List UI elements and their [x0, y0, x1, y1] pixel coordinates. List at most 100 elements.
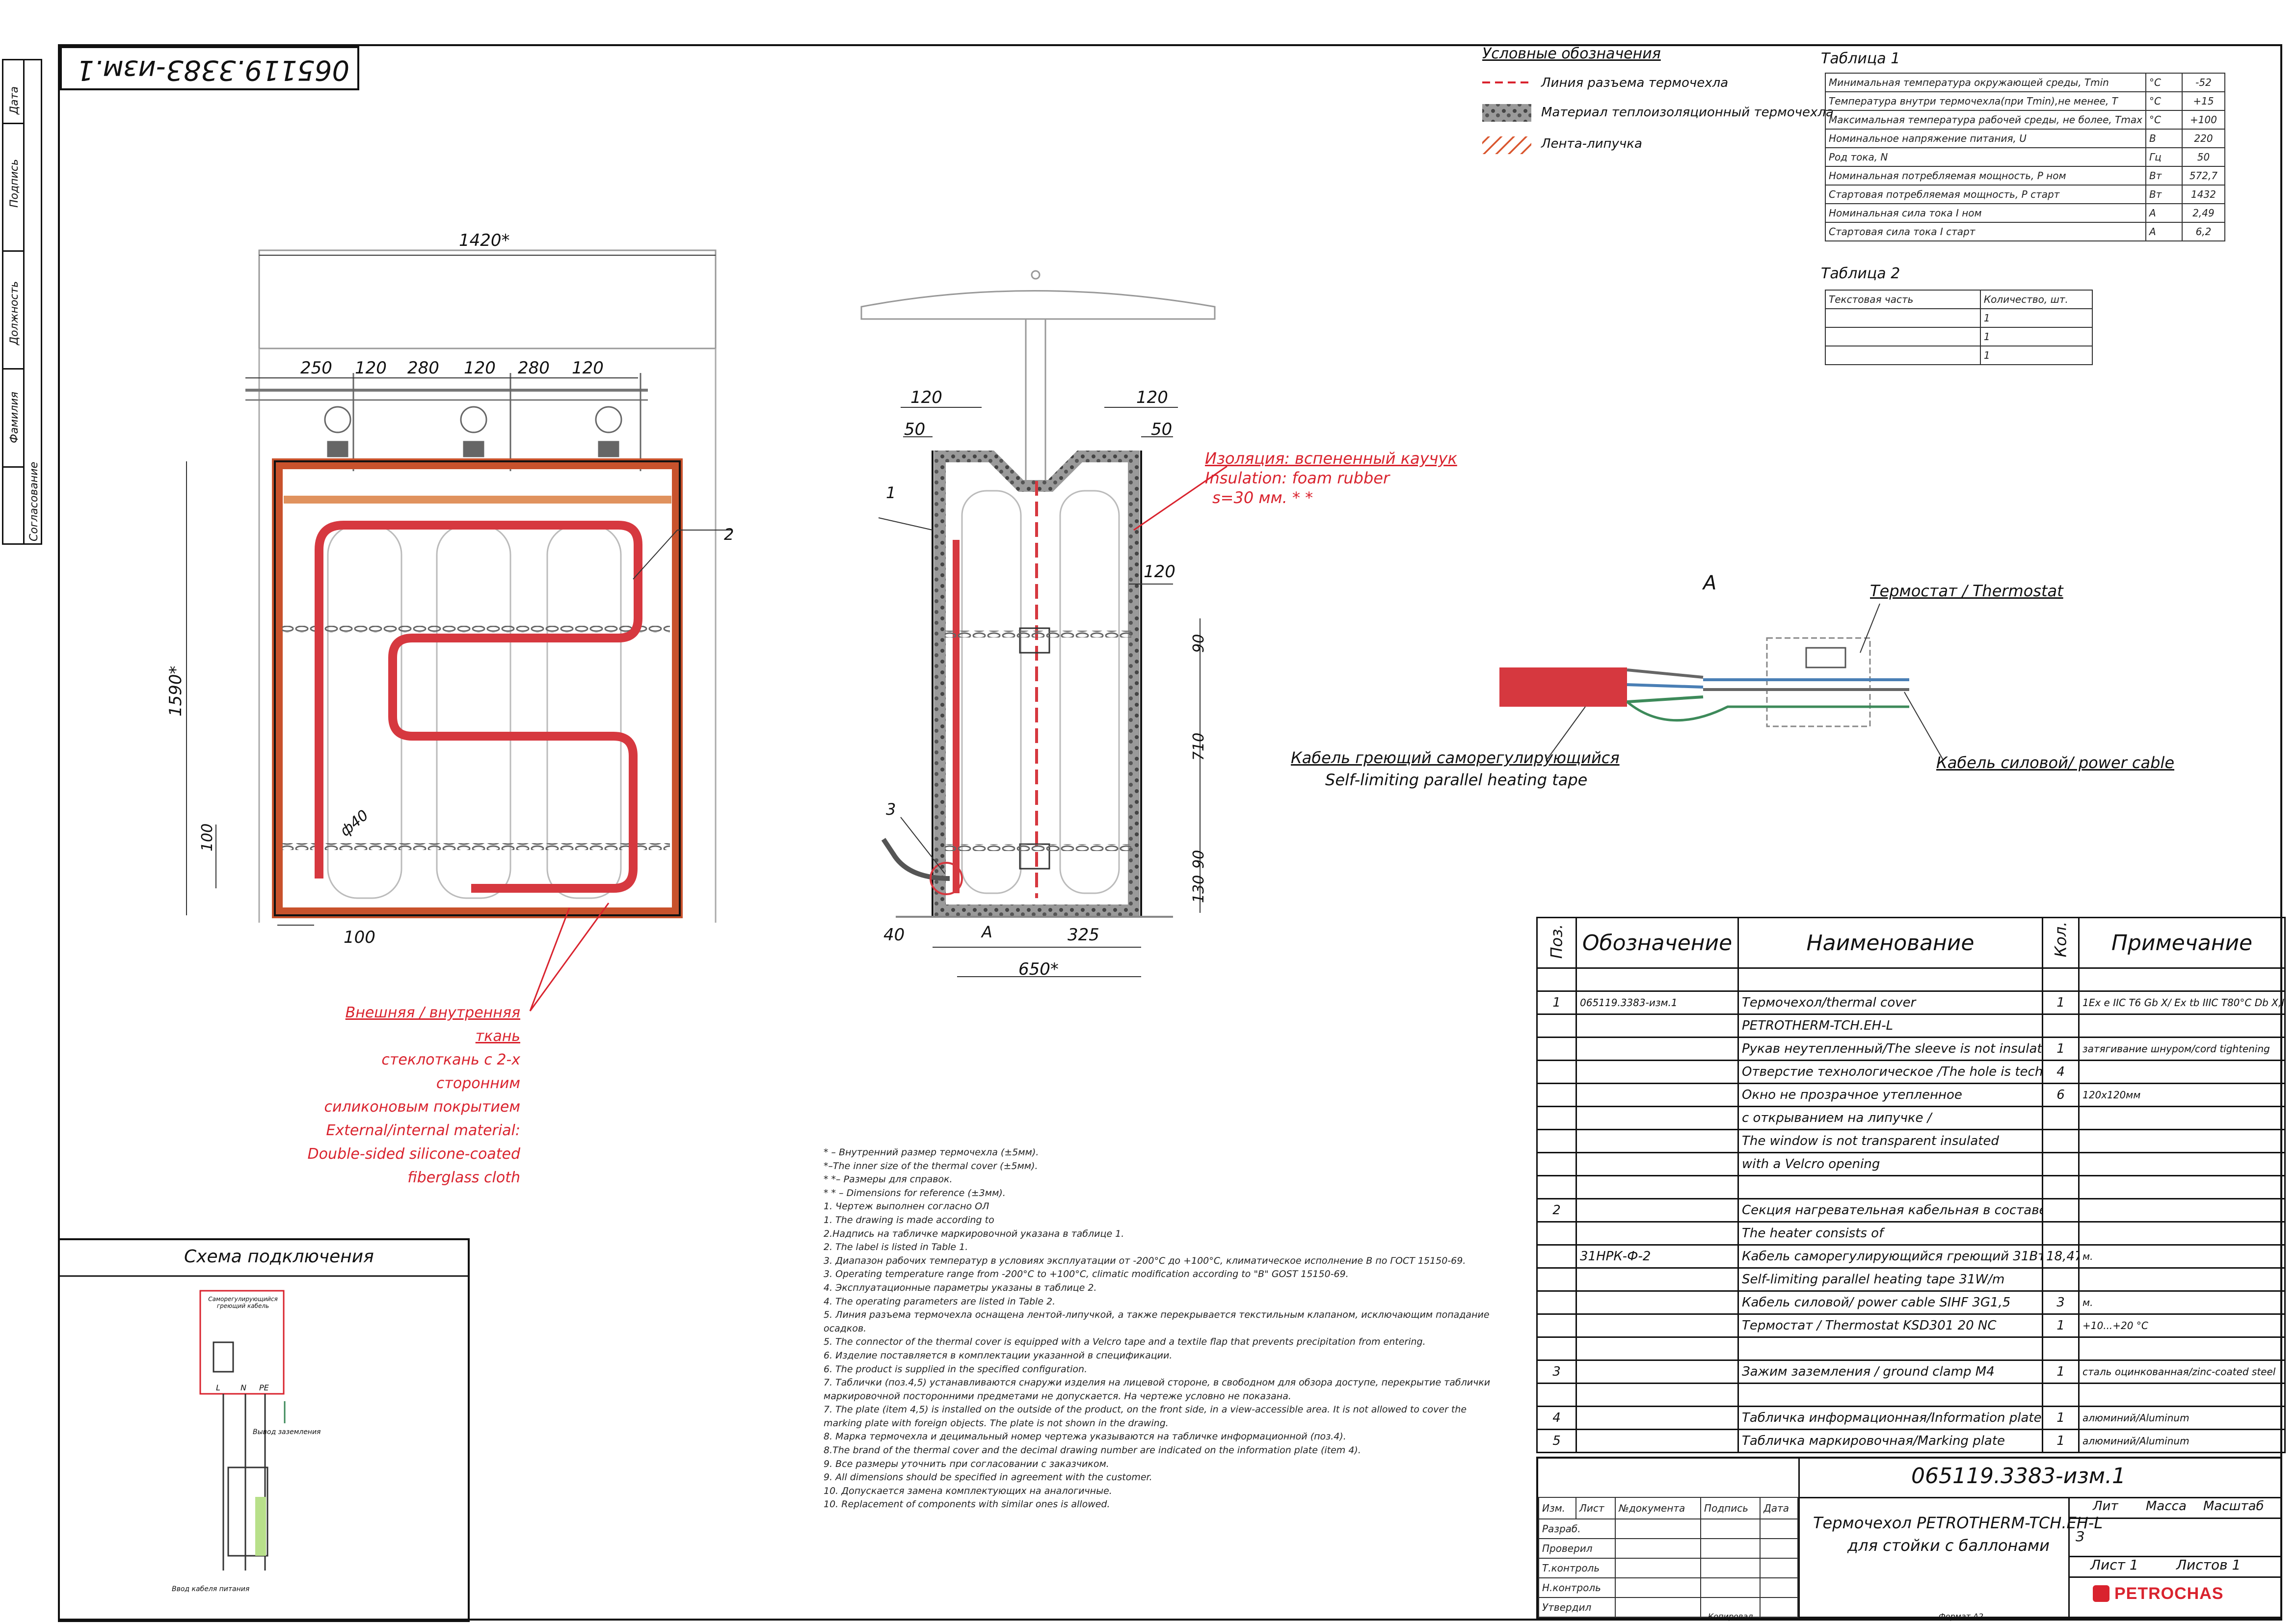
- table2-cell: 1: [1979, 346, 2093, 365]
- spec-pos: [1536, 1290, 1577, 1315]
- spec-pos: [1536, 967, 1577, 992]
- table1-param: Минимальная температура окружающей среды…: [1825, 73, 2146, 92]
- table2-header: Количество, шт.: [1979, 290, 2093, 309]
- drawing-frame: [58, 44, 2282, 1621]
- title-sheet: Лист 1: [2090, 1557, 2138, 1573]
- spec-row: with a Velcro opening: [1536, 1152, 2286, 1176]
- spec-pos: [1536, 1383, 1577, 1407]
- note-line: 1. Чертеж выполнен согласно ОЛ: [824, 1201, 989, 1212]
- detail-a-label: A: [1703, 572, 1717, 594]
- title-lit-value: З: [2076, 1528, 2084, 1544]
- note-line: 5. The connector of the thermal cover is…: [824, 1336, 1426, 1348]
- spec-designation: [1575, 1037, 1739, 1061]
- spec-designation: [1575, 1383, 1739, 1407]
- spec-qty: 1: [2042, 1359, 2080, 1384]
- spec-note: [2078, 1152, 2286, 1176]
- fabric-note-line-4: Double-sided silicone-coated: [307, 1145, 520, 1163]
- table1-unit: °C: [2145, 73, 2183, 92]
- spec-qty: 1: [2042, 990, 2080, 1015]
- spec-name: Отверстие технологическое /The hole is t…: [1737, 1060, 2043, 1084]
- spec-note: [2078, 967, 2286, 992]
- table1-param: Температура внутри термочехла(при Tmin),…: [1825, 91, 2146, 111]
- spec-qty: [2042, 1198, 2080, 1223]
- insulation-note-thickness: s=30 мм. * *: [1212, 488, 1313, 507]
- legend-title: Условные обозначения: [1482, 45, 1661, 62]
- fabric-note-line-0: Внешняя / внутренняя ткань: [345, 1004, 520, 1045]
- title-role: Разраб.: [1538, 1518, 1616, 1539]
- spec-designation: [1575, 1221, 1739, 1246]
- table1-param: Номинальное напряжение питания, U: [1825, 129, 2146, 148]
- title-header-col: Изм.: [1538, 1497, 1576, 1519]
- table1-unit: B: [2145, 129, 2183, 148]
- spec-designation: [1575, 1290, 1739, 1315]
- title-header-col: Подпись: [1700, 1497, 1761, 1519]
- spec-designation: [1575, 1267, 1739, 1292]
- schema-terminal-pe: PE: [259, 1383, 269, 1392]
- spec-name: The heater consists of: [1737, 1221, 2043, 1246]
- spec-qty: [2042, 1013, 2080, 1038]
- spec-qty: 1: [2042, 1313, 2080, 1338]
- spec-qty: [2042, 1129, 2080, 1153]
- title-cell: [1760, 1558, 1798, 1578]
- spec-name: [1737, 1175, 2043, 1199]
- title-cell: [1615, 1518, 1702, 1539]
- spec-qty: 1: [2042, 1429, 2080, 1453]
- table1-title: Таблица 1: [1821, 50, 1900, 67]
- spec-note: [2078, 1106, 2286, 1130]
- note-line: 8.The brand of the thermal cover and the…: [824, 1445, 1361, 1456]
- table1-param: Максимальная температура рабочей среды, …: [1825, 110, 2146, 130]
- spec-note: +10...+20 °С: [2078, 1313, 2286, 1338]
- title-scale-label: Масштаб: [2203, 1499, 2264, 1514]
- side-dim-10: 325: [1068, 925, 1099, 945]
- table1-value: +15: [2181, 91, 2226, 111]
- spec-header-pos: Поз.: [1536, 917, 1577, 969]
- spec-row: PETROTHERM-TCH.EH-L: [1536, 1013, 2286, 1038]
- spec-designation: [1575, 1336, 1739, 1361]
- approval-strip: Дата Подпись Должность Фамилия Согласова…: [2, 59, 42, 545]
- table1-value: -52: [2181, 73, 2226, 92]
- table1-unit: Гц: [2145, 147, 2183, 167]
- note-line: marking plate with foreign objects. The …: [824, 1417, 1169, 1429]
- note-line: 9. Все размеры уточнить при согласовании…: [824, 1458, 1109, 1469]
- table2-cell: [1825, 346, 1981, 365]
- spec-pos: [1536, 1037, 1577, 1061]
- spec-designation: [1575, 1013, 1739, 1038]
- table2-title: Таблица 2: [1821, 265, 1900, 282]
- side-dim-8: 130: [1190, 875, 1207, 903]
- doc-code-box: 065119.3383-изм.1: [60, 46, 359, 90]
- spec-name: with a Velcro opening: [1737, 1152, 2043, 1176]
- spec-qty: [2042, 1106, 2080, 1130]
- note-line: маркировочной посторонними предметами не…: [824, 1390, 1291, 1402]
- spec-name: Термочехол/thermal cover: [1737, 990, 2043, 1015]
- side-dim-9: 40: [883, 925, 905, 945]
- fabric-leaders: [529, 903, 610, 1012]
- spec-pos: [1536, 1083, 1577, 1107]
- spec-pos: [1536, 1313, 1577, 1338]
- spec-row: Отверстие технологическое /The hole is t…: [1536, 1060, 2286, 1084]
- table2-cell: [1825, 327, 1981, 346]
- table1-row: Температура внутри термочехла(при Tmin),…: [1825, 91, 2226, 111]
- table1-row: Минимальная температура окружающей среды…: [1825, 73, 2226, 92]
- legend-icons: [1482, 81, 1531, 154]
- spec-note: [2078, 1221, 2286, 1246]
- spec-qty: [2042, 967, 2080, 992]
- fabric-note-line-5: fiberglass cloth: [407, 1169, 520, 1186]
- spec-pos: 4: [1536, 1406, 1577, 1430]
- side-dim-5: 90: [1190, 634, 1207, 653]
- insulation-note-en: Insulation: foam rubber: [1205, 469, 1390, 487]
- table1-param: Номинальная потребляемая мощность, P ном: [1825, 166, 2146, 186]
- table1-unit: Вт: [2145, 166, 2183, 186]
- spec-row: Self-limiting parallel heating tape 31W/…: [1536, 1267, 2286, 1292]
- spec-pos: 5: [1536, 1429, 1577, 1453]
- dim-top-5: 120: [572, 358, 604, 378]
- note-line: 5. Линия разъема термочехла оснащена лен…: [824, 1309, 1490, 1321]
- spec-note: [2078, 1129, 2286, 1153]
- spec-row: с открыванием на липучке /: [1536, 1106, 2286, 1130]
- table1-unit: °C: [2145, 110, 2183, 130]
- spec-qty: [2042, 1336, 2080, 1361]
- note-line: осадков.: [824, 1323, 867, 1334]
